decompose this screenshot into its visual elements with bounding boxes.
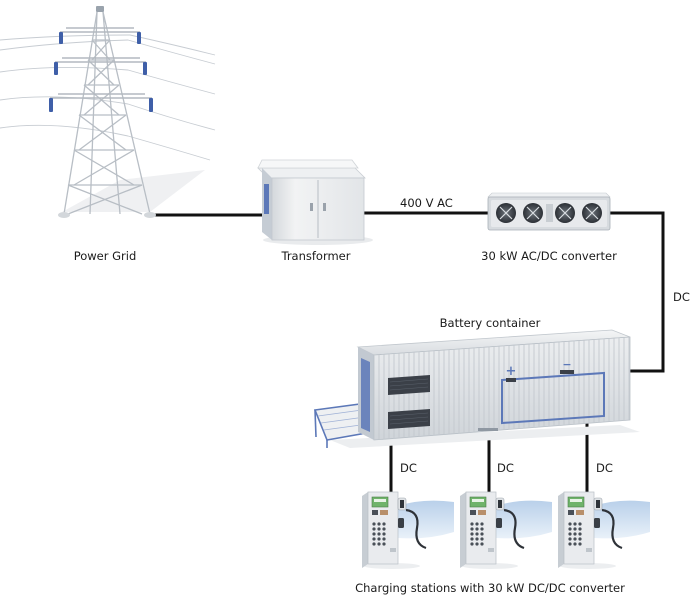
dc-link-2-label: DC	[497, 461, 514, 475]
power-grid-label: Power Grid	[74, 249, 137, 263]
dc-link-right-label: DC	[673, 290, 690, 304]
charging-station-icon	[362, 491, 454, 569]
dc-link-1-label: DC	[400, 461, 417, 475]
charging-stations	[362, 491, 650, 569]
charging-station-icon	[558, 491, 650, 569]
converter-rack-icon	[487, 192, 611, 231]
battery-container-label: Battery container	[440, 316, 541, 330]
dc-link-3-label: DC	[596, 461, 613, 475]
transformer-label: Transformer	[280, 249, 350, 263]
battery-plus: +	[506, 364, 517, 379]
power-tower-icon	[0, 6, 216, 218]
container-vents	[388, 375, 430, 429]
transformer-cabinet-icon	[257, 159, 373, 245]
ac-link-label: 400 V AC	[400, 196, 453, 210]
battery-minus: −	[562, 358, 571, 371]
battery-symbol-icon: + −	[501, 358, 605, 425]
charging-stations-label: Charging stations with 30 kW DC/DC conve…	[355, 581, 625, 595]
converter-label: 30 kW AC/DC converter	[481, 249, 617, 263]
charging-station-icon	[460, 491, 552, 569]
loading-ramp	[313, 403, 374, 448]
battery-container-icon: + −	[313, 329, 640, 448]
wire-converter-to-battery	[610, 211, 665, 373]
